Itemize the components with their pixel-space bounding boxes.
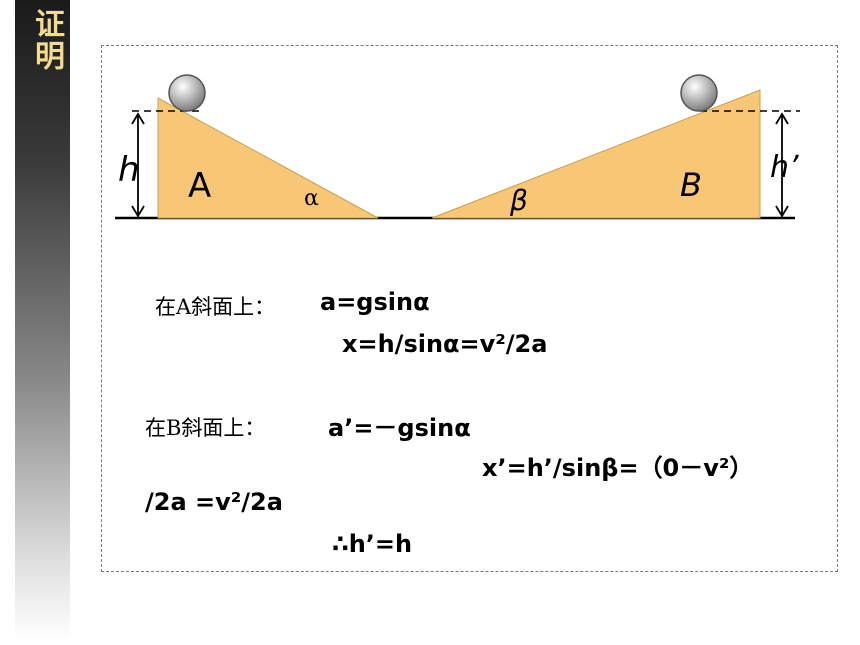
label-b: B (680, 166, 702, 204)
incline-a (157, 97, 379, 219)
label-alpha: α (304, 186, 319, 211)
proof-line4-formula: x’=h’/sinβ=（0－v²） (482, 454, 754, 482)
incline-b (431, 89, 761, 219)
height-arrow-a (131, 112, 145, 218)
height-arrow-b (775, 112, 789, 218)
ball-a (168, 74, 206, 112)
label-beta: β (510, 184, 528, 217)
proof-line5-formula: /2a =v²/2a (145, 488, 283, 516)
proof-line6-formula: ∴h’=h (332, 530, 413, 558)
proof-line3-label: 在B斜面上： (145, 416, 266, 440)
proof-line3-formula: a’=－gsinα (328, 414, 471, 442)
proof-line2-formula: x=h/sinα=v²/2a (342, 330, 548, 358)
proof-frame (101, 45, 838, 572)
proof-line1-label: 在A斜面上： (155, 295, 276, 319)
label-h-prime: h’ (770, 150, 799, 185)
section-title: 证明 (29, 8, 64, 72)
side-bar (15, 0, 70, 640)
proof-line1-formula: a=gsinα (320, 288, 430, 316)
label-a: A (188, 166, 212, 206)
label-h: h (118, 150, 140, 190)
ball-b (680, 74, 718, 112)
